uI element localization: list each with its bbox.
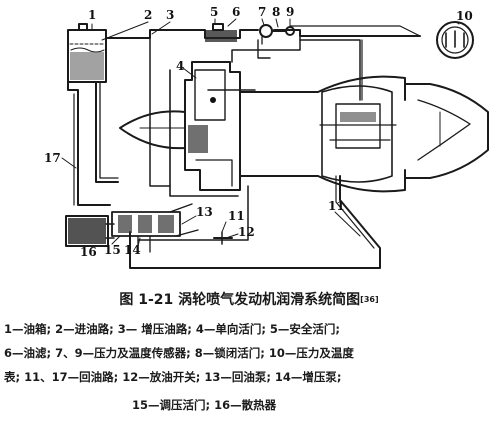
pump-assembly [111,203,199,253]
exhaust-nozzle [404,83,489,179]
callout-1: 1 [88,8,97,22]
callout-3: 3 [166,8,175,22]
callout-15: 15 [104,243,121,257]
accessory-gearbox [184,61,256,191]
figure-reference: [36] [360,295,379,304]
oil-filter [205,23,237,42]
pressurization-line [105,29,196,187]
legend-line-1: 1—油箱; 2—进油路; 3— 增压油路; 4—单向活门; 5—安全活门; [4,322,341,336]
callout-11-left: 11 [228,209,245,223]
figure-caption: 图 1-21 涡轮喷气发动机润滑系统简图[36] [0,292,498,308]
legend-line-3: 表; 11、17—回油路; 12—放油开关; 13—回油泵; 14—增压泵; [4,370,342,384]
drain-valve [213,231,233,245]
callout-14: 14 [124,243,141,257]
callout-2: 2 [144,8,153,22]
legend-line-4: 15—调压活门; 16—散热器 [132,398,277,412]
callout-leaders [61,18,460,249]
callout-13: 13 [196,205,213,219]
lubrication-system-diagram [61,18,489,269]
pressure-temperature-sensors [259,24,295,45]
callout-17: 17 [44,151,61,165]
turbine-section [319,85,397,183]
callout-7: 7 [258,5,267,19]
return-line-11 [129,175,381,269]
return-line-17 [67,81,111,206]
supply-oil-line [95,81,119,183]
callout-4: 4 [176,59,185,73]
callout-10: 10 [456,9,473,23]
figure-caption-text: 图 1-21 涡轮喷气发动机润滑系统简图 [119,292,361,308]
callout-6: 6 [232,5,241,19]
callout-9: 9 [286,5,295,19]
callout-5: 5 [210,5,219,19]
compressor-nose [119,110,186,150]
callout-8: 8 [272,5,281,19]
callout-11-right: 11 [328,199,345,213]
callout-16: 16 [80,245,97,259]
pressure-temperature-gauge [289,21,474,59]
legend-line-2: 6—油滤; 7、9—压力及温度传感器; 8—锁闭活门; 10—压力及温度 [4,346,354,360]
oil-tank [67,23,107,83]
oil-radiator [65,215,115,247]
callout-12: 12 [238,225,255,239]
